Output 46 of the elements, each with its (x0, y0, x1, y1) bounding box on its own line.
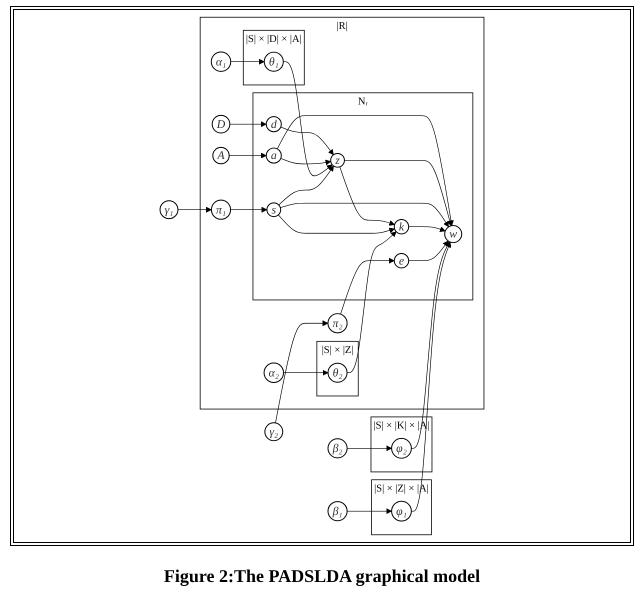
node-circle: π₁ (210, 200, 232, 220)
node-circle: d (266, 116, 282, 132)
arrow (283, 370, 328, 376)
arrow (178, 206, 212, 213)
node-circle: w (444, 225, 462, 244)
figure-caption: Figure 2:The PADSLDA graphical model (162, 566, 482, 587)
arrow (344, 160, 452, 226)
node-circle: γ₁ (160, 200, 178, 220)
arrow (408, 226, 446, 232)
arrow (339, 166, 395, 226)
arrow (346, 231, 396, 374)
node-circle: k (394, 219, 410, 234)
node-circle: z (330, 152, 345, 168)
node-circle: A (212, 146, 230, 164)
arrow (230, 206, 268, 213)
arrow (340, 258, 395, 314)
node-circle: e (394, 253, 410, 268)
node-circle: α₁ (210, 52, 232, 72)
arrow (230, 58, 265, 65)
arrow (282, 61, 332, 176)
node-circle: β₁ (328, 501, 348, 522)
arrow (280, 126, 334, 156)
arrow (280, 202, 449, 228)
arrow (408, 240, 448, 262)
arrow (275, 320, 328, 424)
arrow (278, 166, 334, 206)
node-circle: γ₂ (264, 422, 284, 442)
node-circle: θ₂ (328, 362, 348, 383)
arrow (278, 214, 395, 234)
arrow (346, 445, 392, 452)
arrow (411, 241, 450, 449)
arrow (411, 242, 452, 512)
node-circle: s (266, 202, 282, 218)
node-circle: φ₁ (391, 500, 412, 522)
node-circle: α₂ (264, 362, 284, 383)
node-circle: θ₁ (264, 52, 284, 72)
arrow (346, 508, 392, 514)
arrow (276, 115, 454, 226)
arrow (230, 121, 267, 128)
node-circle: a (266, 148, 282, 164)
node-circle: φ₂ (391, 438, 412, 459)
node-circle: π₂ (328, 313, 348, 334)
arrow (280, 158, 332, 166)
arrow (228, 152, 267, 158)
node-circle: β₂ (328, 438, 348, 458)
node-circle: D (212, 114, 230, 134)
